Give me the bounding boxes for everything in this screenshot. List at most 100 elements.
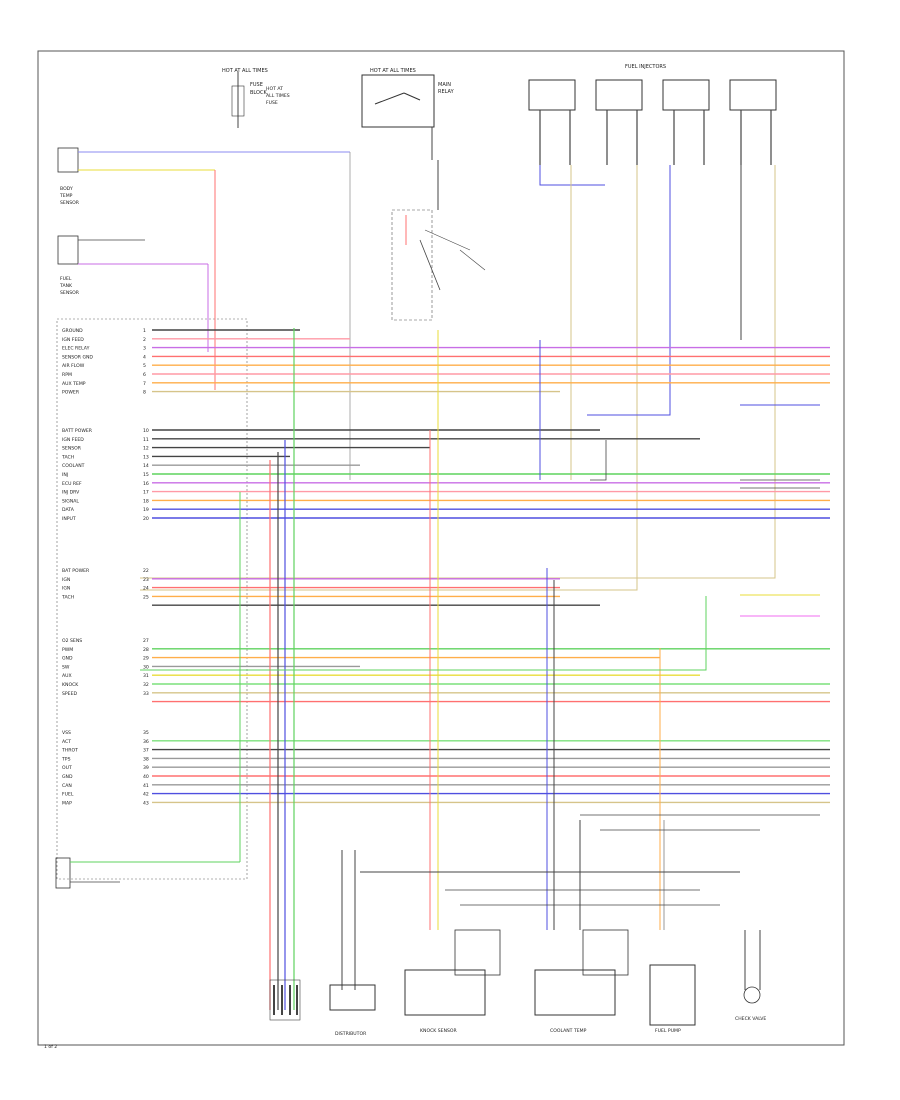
pin-number: 15 xyxy=(143,472,149,478)
sensor-2-line-1: FUEL xyxy=(60,276,72,282)
pin-number: 10 xyxy=(143,428,149,434)
pin-label: INJ DRV xyxy=(62,490,80,496)
diagram-border xyxy=(37,50,845,1046)
component-check-valve: CHECK VALVE xyxy=(735,1016,766,1022)
knock-sensor: KNOCK SENSOR xyxy=(404,929,501,1034)
pin-number: 40 xyxy=(143,774,149,780)
pin-label: KNOCK xyxy=(62,682,79,688)
component-fuel-pump: FUEL PUMP xyxy=(655,1028,681,1034)
pin-label: GND xyxy=(62,656,73,662)
relay-label-2: MAIN xyxy=(438,82,451,88)
pin-number: 11 xyxy=(143,437,149,443)
pin-number: 28 xyxy=(143,647,149,653)
pin-label: IGN xyxy=(62,577,70,583)
pin-number: 42 xyxy=(143,792,149,798)
injectors-group: FUEL INJECTORS xyxy=(140,64,777,591)
pin-label: TACH xyxy=(61,594,74,600)
pin-label: IGN xyxy=(62,586,70,592)
injector-3 xyxy=(662,79,710,165)
pin-number: 27 xyxy=(143,638,149,644)
sensor-1-line-3: SENSOR xyxy=(60,200,80,206)
sensor-fuel-tank: FUEL TANK SENSOR xyxy=(57,235,208,296)
bottom-connectors xyxy=(269,979,301,1021)
pin-number: 8 xyxy=(143,390,146,396)
pin-label: GROUND xyxy=(62,328,83,334)
pin-number: 13 xyxy=(143,454,149,460)
fuse-label-3: BLOCK xyxy=(250,90,267,96)
pin-number: 43 xyxy=(143,800,149,806)
pin-number: 36 xyxy=(143,739,149,745)
pin-label: BATT POWER xyxy=(62,428,93,434)
svg-text:FUSE: FUSE xyxy=(266,100,278,106)
pin-number: 18 xyxy=(143,498,149,504)
pin-label: VSS xyxy=(62,730,71,736)
pin-number: 39 xyxy=(143,765,149,771)
pin-label: TPS xyxy=(61,756,71,762)
component-distributor: DISTRIBUTOR xyxy=(335,1031,367,1037)
pin-number: 23 xyxy=(143,577,149,583)
harness-wires xyxy=(152,329,830,804)
pressure-sensor xyxy=(55,857,240,889)
pin-number: 29 xyxy=(143,656,149,662)
main-relay: HOT AT ALL TIMES MAIN RELAY xyxy=(361,68,455,160)
sensor-1-line-1: BODY xyxy=(60,186,73,192)
sensor-body-temp: BODY TEMP SENSOR xyxy=(57,147,350,206)
pin-label: POWER xyxy=(62,390,80,396)
svg-text:HOT AT: HOT AT xyxy=(266,86,283,92)
fuse-label-2: FUSE xyxy=(250,82,263,88)
pin-number: 1 xyxy=(143,328,146,334)
pin-label: THROT xyxy=(61,748,78,754)
pin-number: 31 xyxy=(143,673,149,679)
pin-label: SENSOR xyxy=(62,446,82,452)
pin-number: 4 xyxy=(143,354,146,360)
fuel-pump: FUEL PUMP xyxy=(649,964,696,1034)
pin-label: FUEL xyxy=(62,792,74,798)
pin-number: 16 xyxy=(143,481,149,487)
coolant-temp: COOLANT TEMP xyxy=(534,929,629,1034)
pin-label: OUT xyxy=(62,765,72,771)
pin-label: COOLANT xyxy=(62,463,85,469)
component-coolant: COOLANT TEMP xyxy=(550,1028,587,1034)
pin-label: SIGNAL xyxy=(62,498,79,504)
fuse-block: HOT AT ALL TIMES FUSE BLOCK HOT AT ALL T… xyxy=(222,68,290,128)
injector-1 xyxy=(528,79,576,165)
pin-label: IGN FEED xyxy=(62,437,84,443)
pin-number: 22 xyxy=(143,568,149,574)
ecu-connector-box xyxy=(56,318,248,880)
pin-label: INPUT xyxy=(62,516,76,522)
pin-label: DATA xyxy=(62,507,75,513)
pin-number: 37 xyxy=(143,748,149,754)
injector-4 xyxy=(729,79,777,165)
pin-label: ECU REF xyxy=(62,481,82,487)
pin-label: CAN xyxy=(62,783,72,789)
pin-label: SENSOR GND xyxy=(62,354,93,360)
pin-label: BAT POWER xyxy=(62,568,90,574)
fuse-label-1: HOT AT ALL TIMES xyxy=(222,68,268,74)
pin-number: 7 xyxy=(143,381,146,387)
pin-label: ELEC RELAY xyxy=(62,346,90,352)
pin-label: O2 SENS xyxy=(62,638,82,644)
pin-number: 19 xyxy=(143,507,149,513)
sensor-2-line-2: TANK xyxy=(59,283,73,289)
component-knock: KNOCK SENSOR xyxy=(420,1028,458,1034)
pin-label: SPEED xyxy=(62,691,77,697)
relay-label-3: RELAY xyxy=(438,89,455,95)
distributor: DISTRIBUTOR xyxy=(329,850,376,1037)
pin-label: ACT xyxy=(62,739,71,745)
injectors-label: FUEL INJECTORS xyxy=(625,64,666,70)
pin-label: AUX xyxy=(62,673,72,679)
sensor-1-line-2: TEMP xyxy=(59,193,73,199)
sensor-2-line-3: SENSOR xyxy=(60,290,80,296)
pin-number: 32 xyxy=(143,682,149,688)
pin-number: 30 xyxy=(143,664,149,670)
pin-label: AIR FLOW xyxy=(62,363,85,369)
pin-number: 14 xyxy=(143,463,149,469)
injector-2 xyxy=(595,79,643,165)
pin-number: 41 xyxy=(143,783,149,789)
pin-label: MAP xyxy=(62,800,72,806)
pin-label: TACH xyxy=(61,454,74,460)
pin-label: PWM xyxy=(62,647,73,653)
pin-label: RPM xyxy=(62,372,72,378)
